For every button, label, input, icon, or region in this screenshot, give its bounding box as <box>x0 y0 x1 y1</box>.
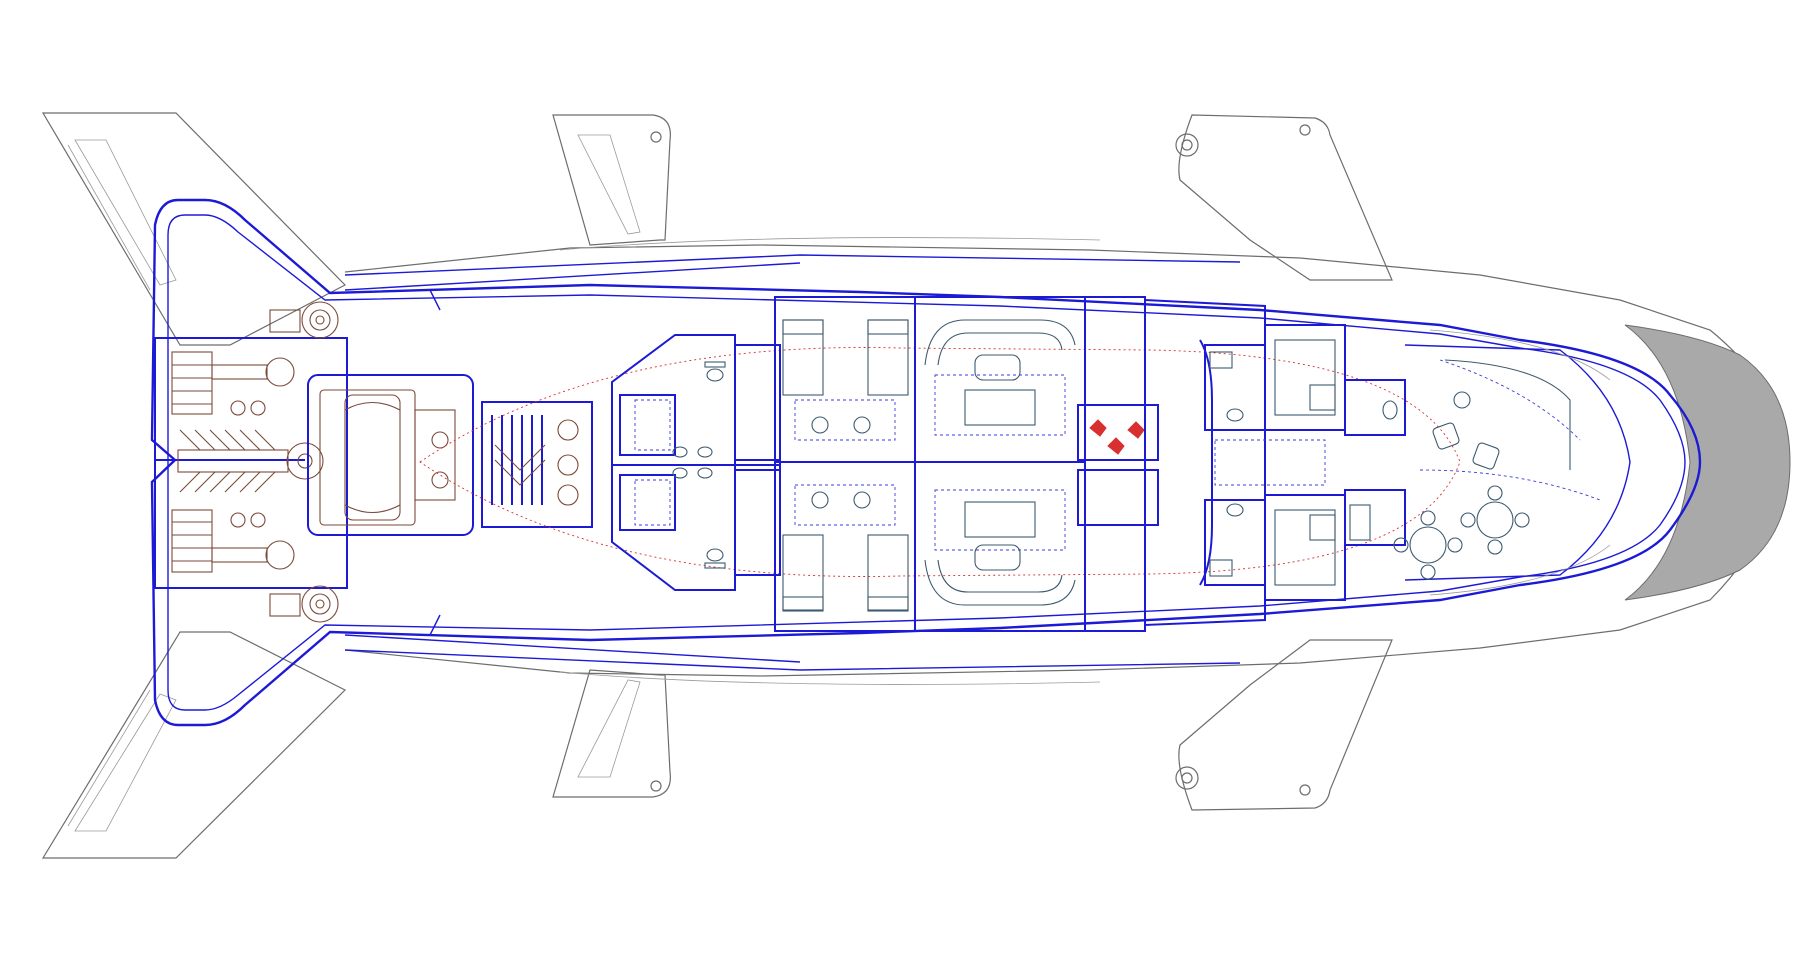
saloon-block <box>914 296 1086 632</box>
sofa-icon <box>924 501 1076 606</box>
bed-icon <box>867 534 909 612</box>
bed-icon <box>1274 339 1336 416</box>
propeller-icon <box>269 585 339 623</box>
toilet-icon <box>704 361 726 382</box>
sofa-icon <box>924 319 1076 426</box>
propeller-icon <box>269 301 339 339</box>
toilet-icon <box>704 548 726 569</box>
bed-icon <box>782 534 824 612</box>
pressure-hull <box>150 198 1702 727</box>
battery-icon <box>481 401 593 528</box>
drive-shaft <box>177 429 324 493</box>
chair-icon <box>1432 391 1500 470</box>
toilet-icon <box>1226 408 1244 422</box>
dining-table-icon <box>1460 485 1530 555</box>
bed-icon <box>782 319 824 396</box>
toilet-icon <box>1382 400 1398 420</box>
chair-icon <box>811 416 871 509</box>
cabin-block-twin <box>774 296 916 632</box>
bed-icon <box>867 319 909 396</box>
mid-fin-bottom <box>552 669 671 798</box>
tail-fin-top <box>41 112 346 346</box>
cabin-block-bow-double <box>1264 324 1406 601</box>
toilet-icon <box>1226 503 1244 517</box>
crew-path-ellipse <box>419 347 1461 577</box>
bed-icon <box>1274 509 1336 586</box>
generator-room <box>307 374 474 536</box>
fore-fin-top <box>1175 114 1393 281</box>
observation-lounge <box>1393 329 1631 596</box>
engine-room <box>154 301 348 623</box>
mid-fin-top <box>552 114 671 246</box>
cabin-block-fore <box>1144 298 1326 627</box>
fore-fin-bottom <box>1175 639 1393 811</box>
sink-icon <box>1209 351 1233 577</box>
engine-icon <box>171 351 295 416</box>
bow-nose-cone <box>1624 324 1791 601</box>
sink-icon <box>672 446 713 479</box>
crew-figure-icon <box>1089 419 1145 455</box>
dining-table-icon <box>1393 510 1463 580</box>
engine-icon <box>171 509 295 573</box>
tail-fin-bottom <box>41 631 347 859</box>
cabin-block-aft <box>611 334 781 591</box>
